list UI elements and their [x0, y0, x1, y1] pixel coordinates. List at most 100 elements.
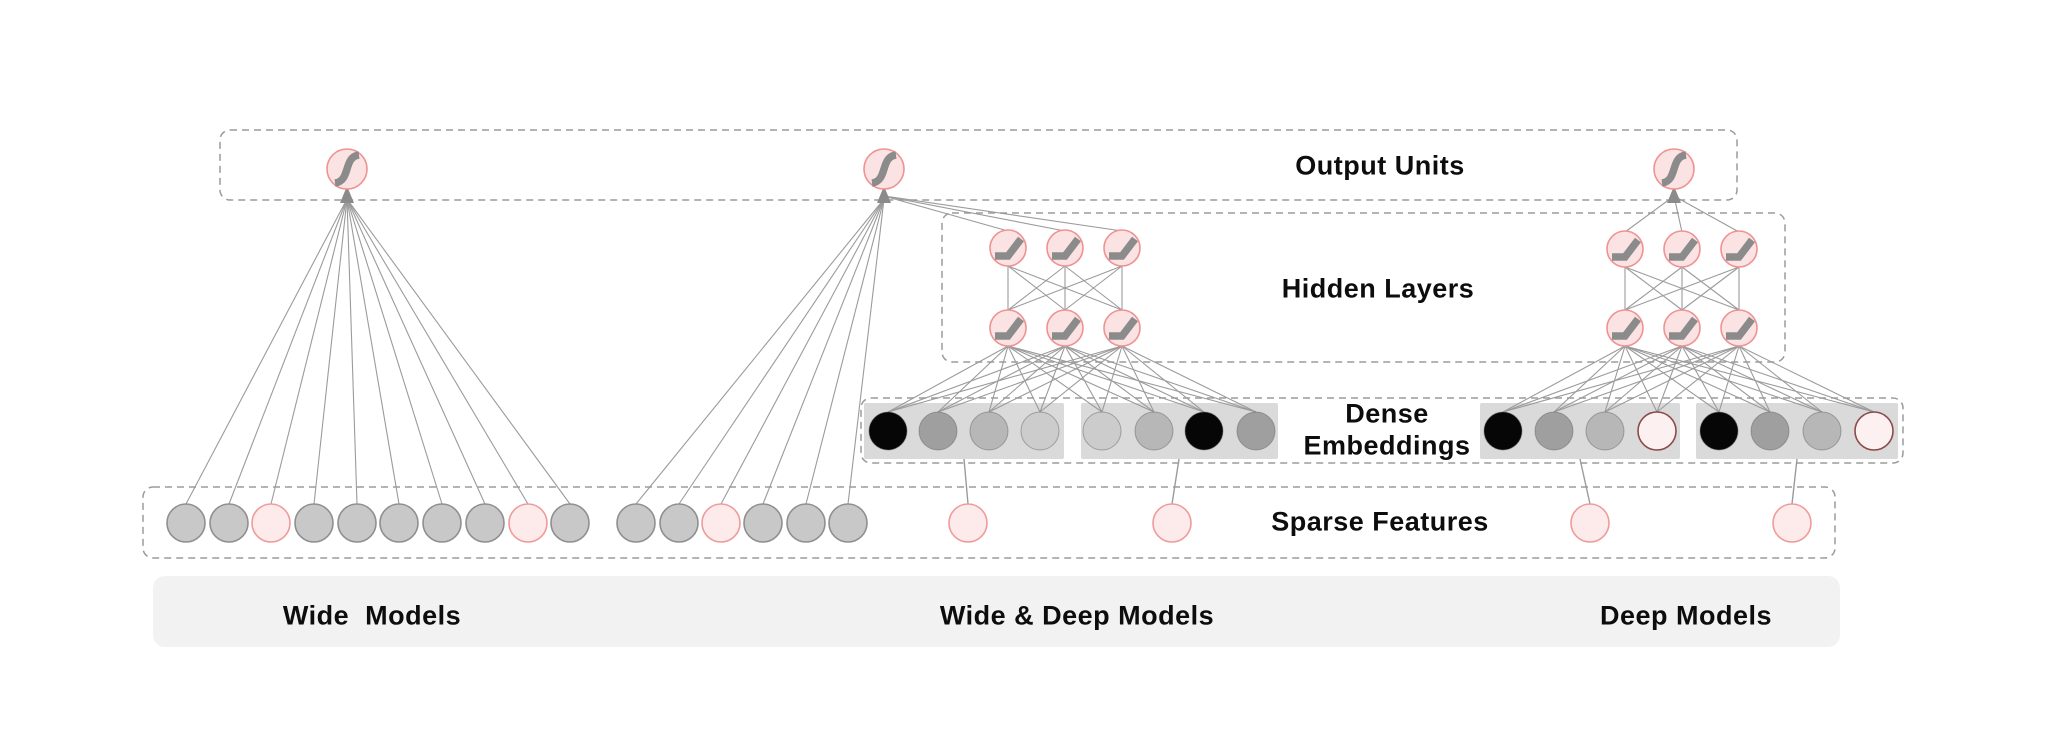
- label-dense-embeddings-line2: Embeddings: [1303, 430, 1471, 461]
- edge-hidden-to-dense: [1604, 345, 1626, 413]
- edge-hidden-to-dense: [1553, 345, 1626, 413]
- edge-hidden-to-dense: [937, 345, 1009, 413]
- bottom-models-bar: [153, 576, 1840, 647]
- edge-hidden-to-dense: [1502, 345, 1626, 413]
- sigmoid-glyph: [333, 151, 361, 187]
- edge-hidden-to-dense: [988, 345, 1066, 413]
- dense-embedding-node-midgray: [969, 411, 1009, 451]
- sparse-feature-node-gray: [422, 503, 462, 543]
- hidden-unit-node: [989, 309, 1027, 347]
- edge-wide-output-to-sparse: [185, 198, 348, 505]
- edge-wide-output-to-sparse: [346, 198, 571, 505]
- relu-glyph: [1612, 237, 1641, 261]
- edge-wide-output-to-sparse: [346, 198, 443, 505]
- label-dense-embeddings-line1: Dense: [1345, 398, 1429, 429]
- edge-output-to-hidden: [883, 195, 1009, 232]
- dense-band-box: [860, 397, 1904, 464]
- edge-hidden-to-dense: [887, 345, 1066, 413]
- edge-output-to-hidden: [883, 195, 1066, 232]
- arrowhead-into-output: [340, 186, 354, 203]
- edge-hidden-to-dense: [1553, 345, 1740, 413]
- dense-embedding-box: [1480, 403, 1680, 459]
- edge-hidden-to-hidden: [1064, 265, 1123, 311]
- edge-hidden-to-dense: [1064, 345, 1155, 413]
- sparse-feature-node-gray: [209, 503, 249, 543]
- edge-output-to-hidden: [1673, 195, 1740, 233]
- dense-embedding-node-darkgray: [1236, 411, 1276, 451]
- edge-hidden-to-dense: [1604, 345, 1740, 413]
- sparse-feature-node-gray: [616, 503, 656, 543]
- label-sparse-features: Sparse Features: [1271, 506, 1489, 537]
- hidden-unit-node: [1046, 309, 1084, 347]
- dense-embedding-node-black: [1483, 411, 1523, 451]
- edge-hidden-to-hidden: [1624, 266, 1683, 311]
- edge-wide-output-to-sparse: [228, 198, 348, 505]
- relu-glyph: [1052, 236, 1081, 260]
- dense-embedding-node-darkgray: [918, 411, 958, 451]
- edge-hidden-to-dense: [1502, 345, 1683, 413]
- edge-hidden-to-dense: [1738, 345, 1771, 413]
- label-hidden-layers: Hidden Layers: [1281, 273, 1475, 304]
- relu-glyph: [995, 316, 1024, 340]
- edge-middeep-output-to-sparse: [805, 198, 885, 505]
- output-band-box: [219, 129, 1738, 201]
- dense-embedding-node-black: [1184, 411, 1224, 451]
- dense-embedding-node-pink: [1854, 411, 1894, 451]
- sparse-feature-node-gray: [465, 503, 505, 543]
- edge-wide-output-to-sparse: [313, 198, 348, 505]
- edge-hidden-to-dense: [1064, 345, 1205, 413]
- sparse-feature-node-pink: [251, 503, 291, 543]
- edge-hidden-to-dense: [1656, 345, 1740, 413]
- dense-embedding-node-midgray: [1134, 411, 1174, 451]
- dense-embedding-node-pink: [1637, 411, 1677, 451]
- dense-embedding-node-darkgray: [1750, 411, 1790, 451]
- edge-hidden-to-dense: [1064, 345, 1257, 413]
- edge-hidden-to-hidden: [1681, 266, 1740, 311]
- sparse-feature-node-pink: [1570, 503, 1610, 543]
- edge-dense-to-sparse: [963, 458, 969, 505]
- edge-middeep-output-to-sparse: [847, 198, 885, 505]
- hidden-unit-node: [1103, 309, 1141, 347]
- hidden-unit-node: [1606, 230, 1644, 268]
- edge-wide-output-to-sparse: [346, 198, 486, 505]
- sparse-feature-node-gray: [337, 503, 377, 543]
- edge-dense-to-sparse: [1579, 458, 1591, 505]
- sparse-feature-node-gray: [786, 503, 826, 543]
- edge-hidden-to-dense: [1656, 345, 1683, 413]
- relu-glyph: [995, 236, 1024, 260]
- sparse-feature-node-gray: [166, 503, 206, 543]
- edge-hidden-to-dense: [988, 345, 1009, 413]
- hidden-unit-node: [1720, 309, 1758, 347]
- edge-hidden-to-hidden: [1624, 266, 1740, 311]
- edge-hidden-to-dense: [1007, 345, 1257, 413]
- dense-embedding-node-midgray: [1585, 411, 1625, 451]
- edge-dense-to-sparse: [1791, 458, 1798, 505]
- hidden-unit-node: [1606, 309, 1644, 347]
- edge-hidden-to-dense: [988, 345, 1123, 413]
- edge-hidden-to-dense: [887, 345, 1009, 413]
- edge-hidden-to-dense: [1101, 345, 1123, 413]
- edge-middeep-output-to-sparse: [762, 198, 885, 505]
- arrowhead-into-output: [877, 186, 891, 203]
- edge-middeep-output-to-sparse: [678, 198, 885, 505]
- sparse-feature-node-gray: [379, 503, 419, 543]
- edge-hidden-to-hidden: [1007, 265, 1066, 311]
- label-wide-deep-models: Wide & Deep Models: [939, 600, 1215, 631]
- edge-hidden-to-dense: [1681, 345, 1875, 413]
- dense-embedding-node-darkgray: [1534, 411, 1574, 451]
- edge-hidden-to-dense: [1007, 345, 1205, 413]
- edge-hidden-to-dense: [937, 345, 1066, 413]
- edge-hidden-to-dense: [1604, 345, 1683, 413]
- edge-hidden-to-dense: [1039, 345, 1066, 413]
- edge-middeep-output-to-sparse: [720, 198, 885, 505]
- sigmoid-glyph: [870, 151, 898, 187]
- relu-glyph: [1669, 316, 1698, 340]
- edge-wide-output-to-sparse: [346, 198, 529, 505]
- sparse-feature-node-gray: [743, 503, 783, 543]
- relu-glyph: [1052, 316, 1081, 340]
- hidden-unit-node: [1720, 230, 1758, 268]
- edge-hidden-to-dense: [887, 345, 1123, 413]
- dense-embedding-node-lightgray: [1020, 411, 1060, 451]
- sparse-feature-node-pink: [701, 503, 741, 543]
- arrowhead-into-output: [1667, 186, 1681, 203]
